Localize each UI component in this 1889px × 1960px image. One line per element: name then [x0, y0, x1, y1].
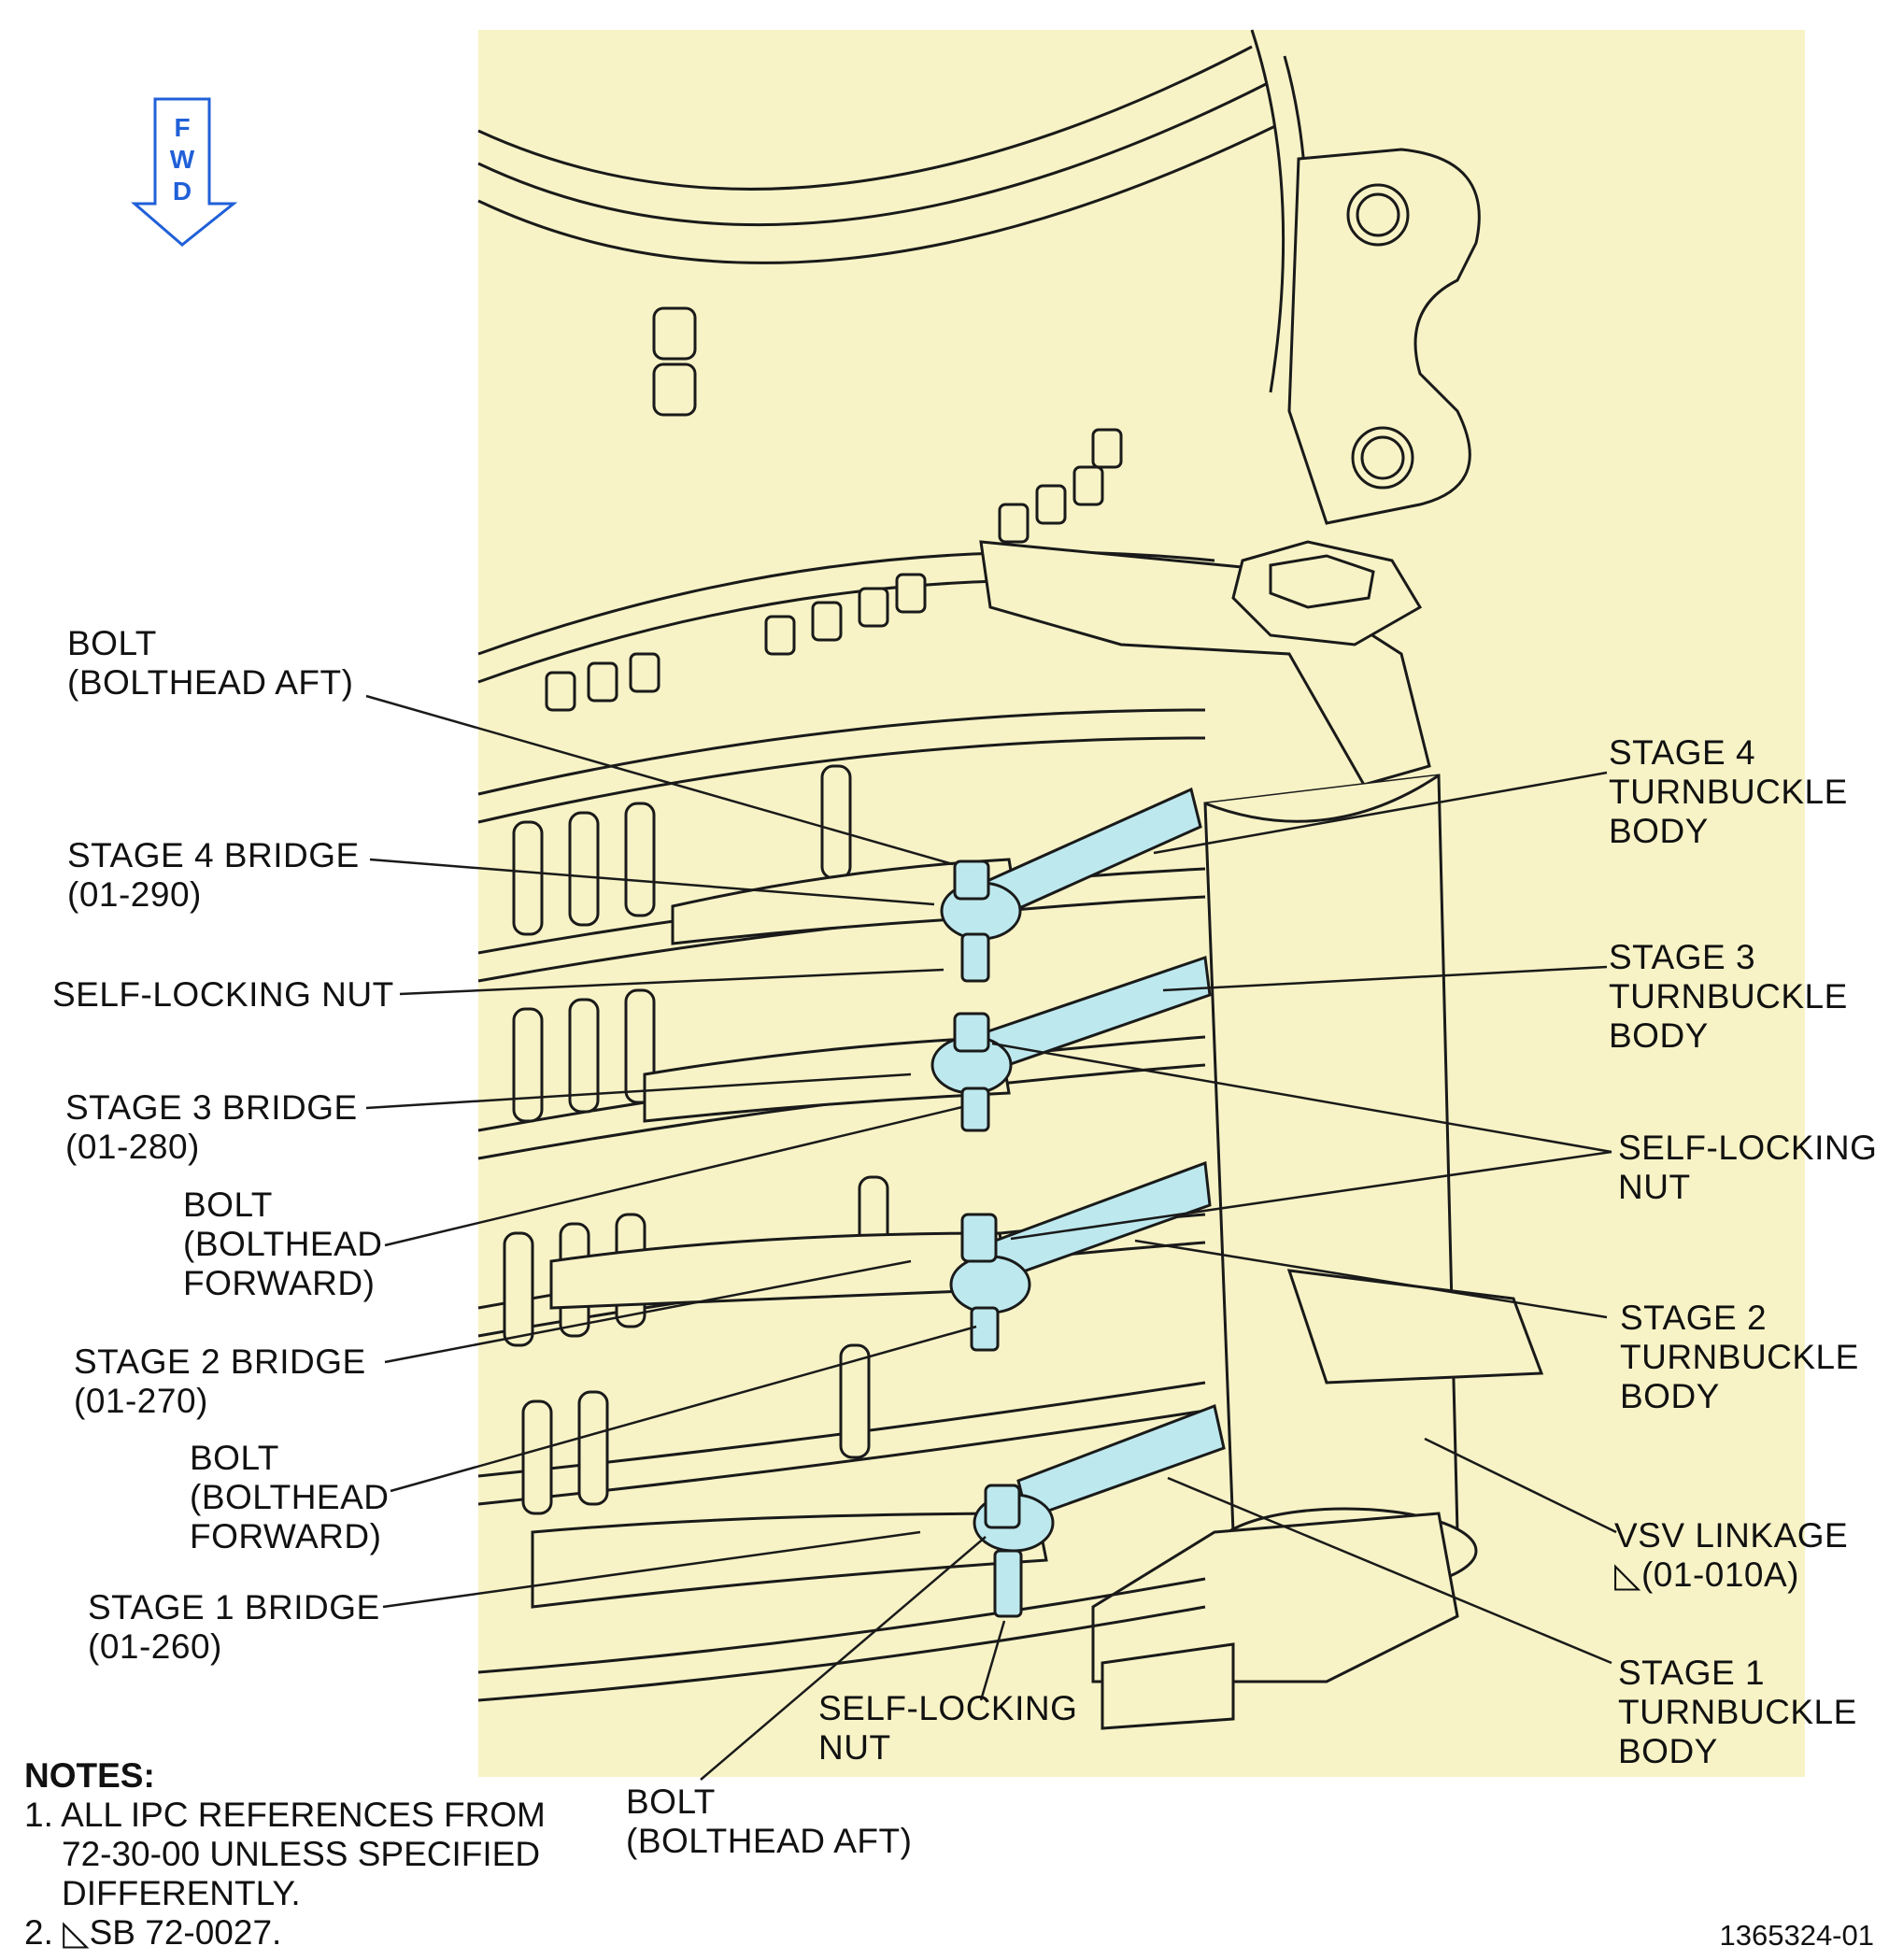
label-line: STAGE 4	[1609, 733, 1756, 772]
note-2-text: SB 72-0027.	[89, 1913, 282, 1952]
label-stage1-bridge: STAGE 1 BRIDGE (01-260)	[88, 1588, 380, 1667]
notes-block: NOTES: 1. ALL IPC REFERENCES FROM 72-30-…	[24, 1756, 546, 1953]
label-line: STAGE 2	[1620, 1299, 1768, 1337]
label-line: BODY	[1609, 812, 1709, 850]
label-line: STAGE 4 BRIDGE	[67, 836, 360, 874]
delta-icon: ◺	[63, 1912, 90, 1953]
label-line: BODY	[1609, 1016, 1709, 1055]
label-line: TURNBUCKLE	[1620, 1338, 1859, 1376]
label-line: SELF-LOCKING	[1618, 1129, 1878, 1167]
label-bolt-forward-2: BOLT (BOLTHEAD FORWARD)	[190, 1439, 390, 1556]
label-bolt-forward-1: BOLT (BOLTHEAD FORWARD)	[183, 1186, 383, 1303]
label-line: BODY	[1618, 1732, 1718, 1770]
note-1-line: 1. ALL IPC REFERENCES FROM	[24, 1796, 546, 1834]
label-line: NUT	[818, 1728, 891, 1767]
label-stage4-bridge: STAGE 4 BRIDGE (01-290)	[67, 836, 360, 915]
vsv-ref: (01-010A)	[1640, 1555, 1799, 1594]
label-line: TURNBUCKLE	[1609, 977, 1848, 1016]
label-selflock-bottom: SELF-LOCKING NUT	[818, 1689, 1077, 1768]
label-line: TURNBUCKLE	[1618, 1693, 1857, 1731]
label-line: STAGE 3	[1609, 938, 1756, 976]
label-line: SELF-LOCKING NUT	[52, 975, 394, 1014]
illustration-background	[478, 30, 1805, 1777]
note-1-line: 72-30-00 UNLESS SPECIFIED	[62, 1835, 541, 1873]
label-stage1-turnbuckle: STAGE 1 TURNBUCKLE BODY	[1618, 1654, 1857, 1771]
fwd-letter-d: D	[173, 177, 192, 206]
fwd-arrow-icon	[130, 97, 238, 247]
label-stage3-bridge: STAGE 3 BRIDGE (01-280)	[65, 1088, 358, 1167]
label-line: NUT	[1618, 1168, 1691, 1206]
label-stage2-turnbuckle: STAGE 2 TURNBUCKLE BODY	[1620, 1299, 1859, 1416]
label-line: STAGE 1 BRIDGE	[88, 1588, 380, 1626]
label-bolt-top: BOLT (BOLTHEAD AFT)	[67, 624, 353, 703]
leader-lines	[365, 694, 1617, 1781]
fwd-letters: F W D	[170, 113, 195, 206]
label-line: STAGE 2 BRIDGE	[74, 1342, 366, 1381]
bridges	[531, 858, 1048, 1609]
label-line: BOLT	[183, 1186, 273, 1224]
label-line: BOLT	[190, 1439, 279, 1477]
label-line: (BOLTHEAD AFT)	[67, 663, 354, 702]
turnbuckles	[960, 787, 1226, 1520]
label-line: (01-290)	[67, 875, 202, 914]
label-selflock-left: SELF-LOCKING NUT	[52, 975, 394, 1015]
fwd-letter-w: W	[170, 145, 195, 174]
label-line: (01-280)	[65, 1128, 200, 1166]
fwd-letter-f: F	[174, 113, 190, 142]
label-vsv-linkage: VSV LINKAGE ◺(01-010A)	[1614, 1516, 1848, 1595]
label-line: ◺(01-010A)	[1614, 1555, 1848, 1595]
label-selflock-right: SELF-LOCKING NUT	[1618, 1129, 1877, 1207]
label-line: TURNBUCKLE	[1609, 773, 1848, 811]
label-stage2-bridge: STAGE 2 BRIDGE (01-270)	[74, 1342, 366, 1421]
notes-heading: NOTES:	[24, 1756, 155, 1795]
label-line: SELF-LOCKING	[818, 1689, 1078, 1727]
label-bolt-bottom: BOLT (BOLTHEAD AFT)	[626, 1782, 912, 1861]
label-stage4-turnbuckle: STAGE 4 TURNBUCKLE BODY	[1609, 733, 1848, 851]
label-line: FORWARD)	[190, 1517, 382, 1555]
vsv-column	[1091, 774, 1544, 1730]
label-line: BOLT	[67, 624, 157, 662]
flange-bolts	[545, 306, 1123, 712]
delta-icon: ◺	[1614, 1555, 1641, 1595]
note-1-line: DIFFERENTLY.	[62, 1874, 301, 1912]
label-line: VSV LINKAGE	[1614, 1516, 1849, 1555]
label-line: (BOLTHEAD AFT)	[626, 1822, 913, 1860]
label-line: FORWARD)	[183, 1264, 376, 1302]
label-line: BOLT	[626, 1782, 716, 1821]
label-line: STAGE 1	[1618, 1654, 1766, 1692]
rod-end-bolts	[930, 859, 1055, 1618]
label-line: (BOLTHEAD	[183, 1225, 383, 1263]
label-line: (01-270)	[74, 1382, 208, 1420]
label-line: STAGE 3 BRIDGE	[65, 1088, 358, 1127]
note-2-prefix: 2.	[24, 1913, 64, 1952]
note-2: 2. ◺SB 72-0027.	[24, 1913, 546, 1953]
label-line: (01-260)	[88, 1627, 222, 1666]
mounting-bracket	[1287, 148, 1481, 525]
label-stage3-turnbuckle: STAGE 3 TURNBUCKLE BODY	[1609, 938, 1848, 1056]
figure-number: 1365324-01	[1719, 1919, 1875, 1952]
label-line: (BOLTHEAD	[190, 1478, 390, 1516]
label-line: BODY	[1620, 1377, 1720, 1415]
